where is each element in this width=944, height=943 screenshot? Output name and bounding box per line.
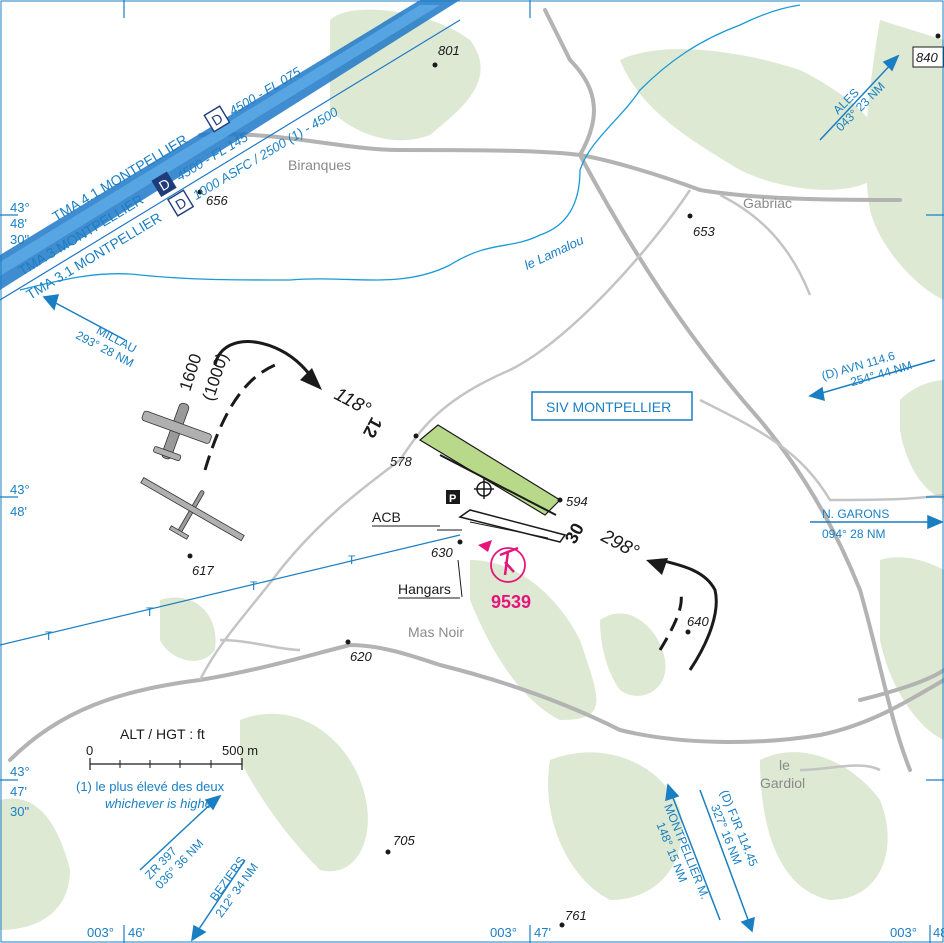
elev-630: 630 — [431, 545, 453, 560]
millau-direction: MILLAU 293° 28 NM — [73, 323, 139, 370]
power-marker: T — [45, 629, 53, 643]
place-le: le — [779, 757, 790, 773]
lat-1-sec: 30" — [10, 232, 29, 247]
elev-578: 578 — [390, 454, 412, 469]
garons-direction: N. GARONS 094° 28 NM — [822, 507, 889, 541]
acb-label: ACB — [372, 509, 401, 525]
lon-1-deg: 003° — [87, 925, 114, 940]
elev-761: 761 — [565, 908, 587, 923]
elev-653: 653 — [693, 224, 715, 239]
direction-arrows — [42, 54, 944, 942]
elevation-box — [912, 46, 944, 68]
airplane-icon — [141, 402, 212, 462]
place-gabriac: Gabriac — [743, 195, 792, 211]
circuit-arrow — [300, 368, 322, 390]
lat-1-deg: 43° — [10, 200, 30, 215]
circuit-altitude: 1600 — [176, 351, 206, 393]
lon-2-deg: 003° — [490, 925, 517, 940]
heading-298: 298° — [597, 525, 643, 563]
aerodrome: P — [418, 424, 567, 598]
svg-text:094° 28 NM: 094° 28 NM — [822, 527, 886, 541]
lat-3-min: 47' — [10, 784, 27, 799]
siv-label: SIV MONTPELLIER — [546, 399, 671, 415]
lat-3-sec: 30" — [10, 804, 29, 819]
river — [19, 4, 801, 291]
note-french: (1) le plus élevé des deux — [76, 779, 225, 794]
siv-box — [531, 391, 693, 421]
place-mas-noir: Mas Noir — [408, 624, 464, 640]
lon-2-min: 47' — [534, 925, 551, 940]
glider-frequency: 9539 — [491, 592, 531, 612]
terrain — [0, 9, 944, 930]
parking-icon — [446, 490, 460, 504]
glider-icon — [140, 476, 245, 542]
power-marker: T — [146, 605, 154, 619]
elev-620: 620 — [350, 649, 372, 664]
lat-2-deg: 43° — [10, 482, 30, 497]
avn-direction: (D) AVN 114.6 254° 44 NM — [820, 349, 914, 390]
parking-label: P — [449, 493, 456, 505]
elev-840: 840 — [916, 50, 938, 65]
scale-end: 500 m — [222, 743, 258, 758]
elev-640: 640 — [687, 614, 709, 629]
glider-activity-icon — [478, 540, 526, 583]
place-biranques: Biranques — [288, 157, 351, 173]
note-english: whichever is higher — [105, 796, 217, 811]
power-line: T T T T — [0, 534, 461, 646]
svg-text:N. GARONS: N. GARONS — [822, 507, 889, 521]
elevation-dots — [187, 33, 941, 928]
elev-801: 801 — [438, 43, 460, 58]
scale-zero: 0 — [86, 743, 93, 758]
elev-656: 656 — [206, 193, 228, 208]
runway-30: 30 — [561, 520, 588, 547]
elev-617: 617 — [192, 563, 214, 578]
lat-2-min: 48' — [10, 504, 27, 519]
circuit-south — [658, 558, 718, 671]
beziers-direction: BEZIERS 212° 34 NM — [207, 854, 261, 920]
lon-1-min: 46' — [128, 925, 145, 940]
fjr-direction: (D) FJR 114.45 327° 16 NM — [708, 788, 761, 869]
lon-3-min: 48 — [933, 925, 944, 940]
power-marker: T — [348, 553, 356, 567]
legend: ALT / HGT : ft 0 500 m (1) le plus élevé… — [76, 726, 258, 811]
lat-1-min: 48' — [10, 216, 27, 231]
circuit-arrow — [646, 558, 668, 575]
place-gardiol: Gardiol — [760, 775, 805, 791]
power-marker: T — [250, 579, 258, 593]
legend-units: ALT / HGT : ft — [120, 726, 205, 742]
lat-3-deg: 43° — [10, 764, 30, 779]
roads — [8, 8, 944, 772]
heading-118: 118° — [331, 384, 375, 421]
elev-705: 705 — [393, 833, 415, 848]
secondary-roads — [198, 189, 944, 772]
hangars-label: Hangars — [398, 581, 451, 597]
elev-594: 594 — [566, 494, 588, 509]
tma-bands — [0, 0, 461, 301]
lon-3-deg: 003° — [890, 925, 917, 940]
